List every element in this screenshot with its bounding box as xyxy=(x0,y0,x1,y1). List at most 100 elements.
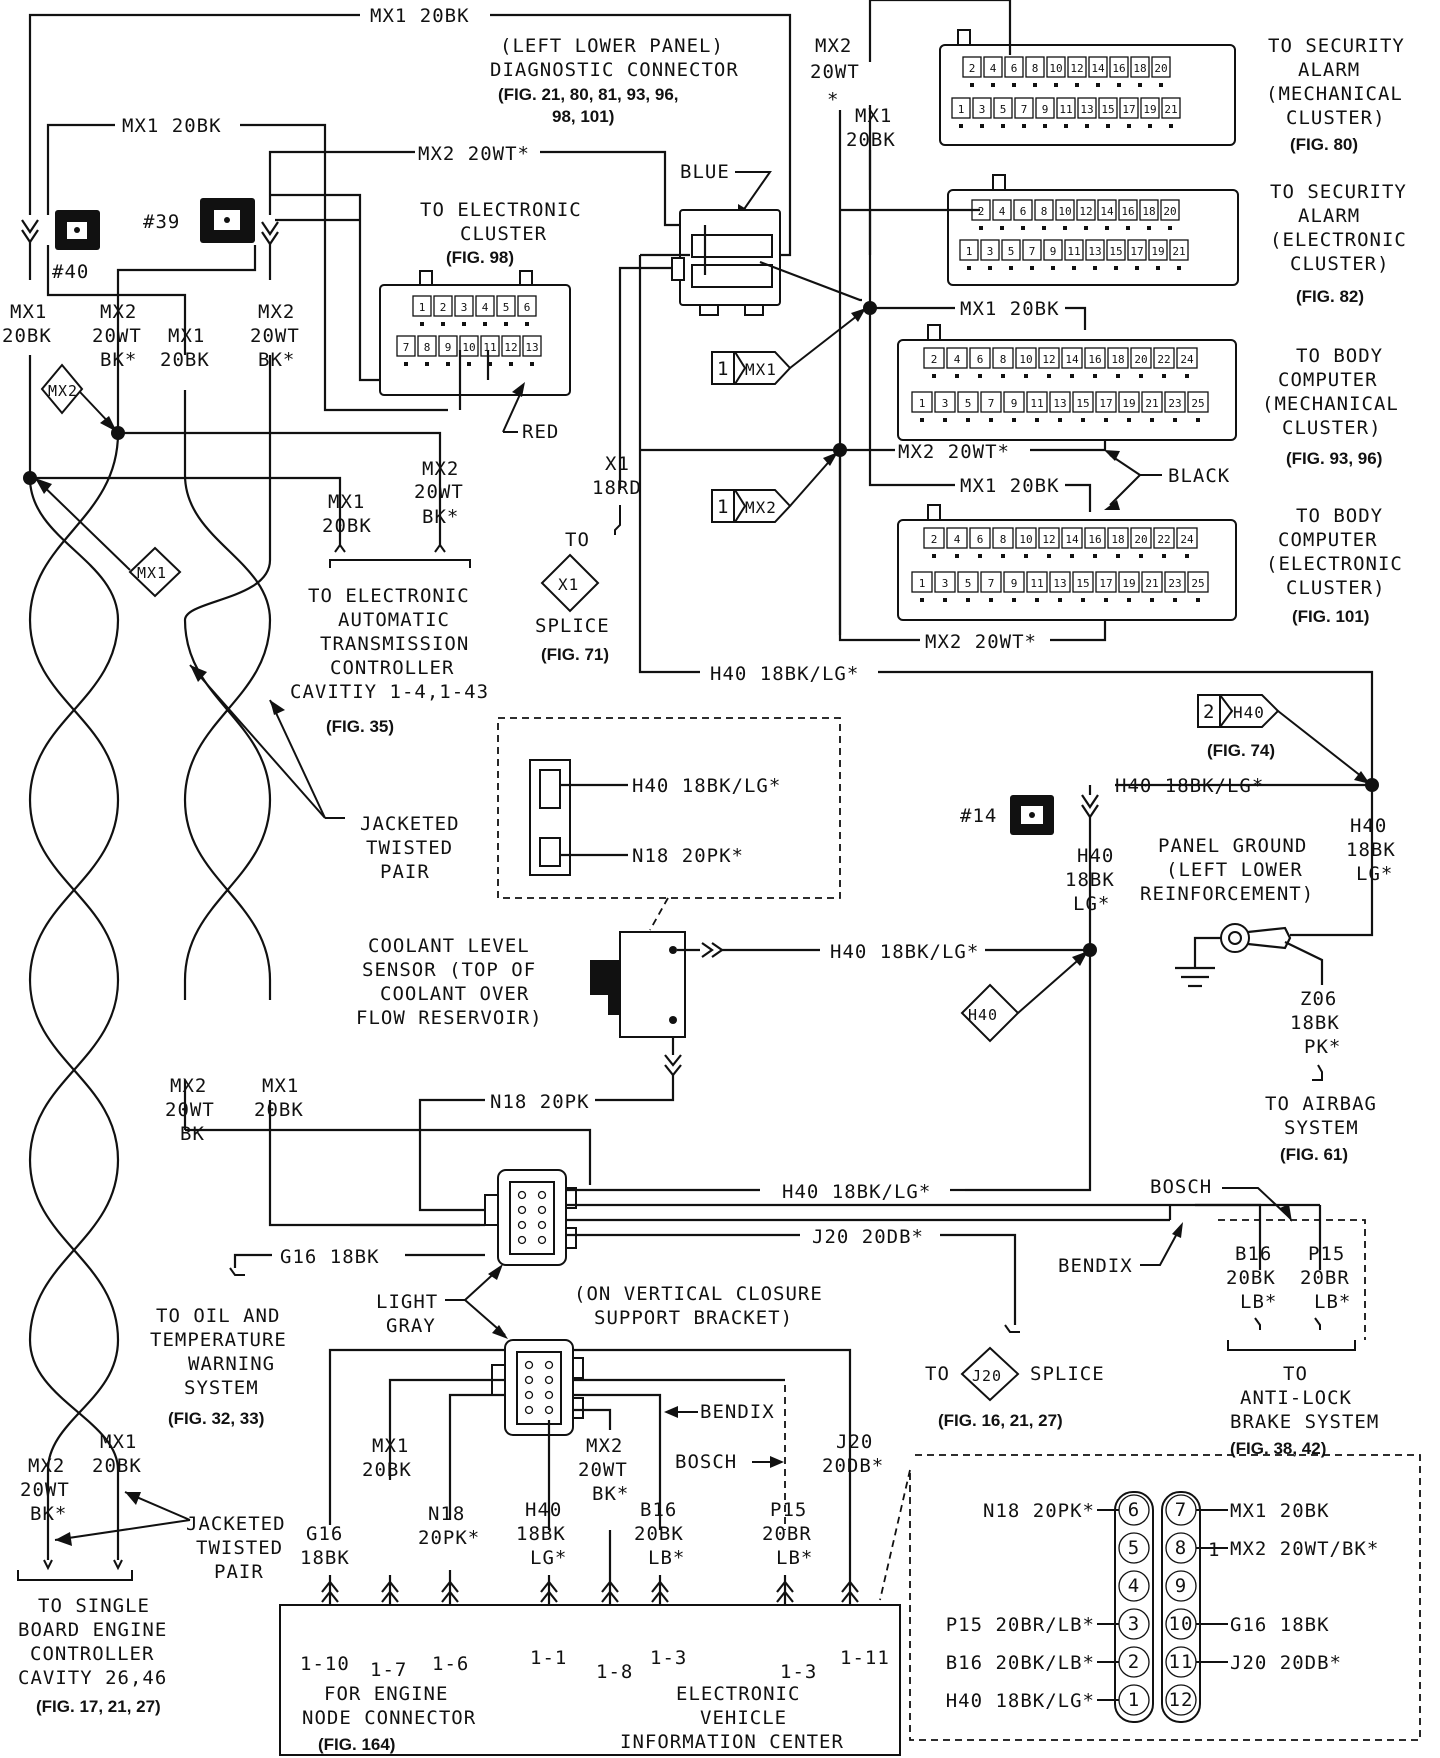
pin-number: 23 xyxy=(1168,577,1181,590)
svg-text:B16: B16 xyxy=(1235,1243,1272,1265)
pin-number: 1 xyxy=(958,103,965,116)
svg-text:20WT: 20WT xyxy=(578,1459,628,1481)
pin-number: 12 xyxy=(1070,62,1083,75)
pin-cell xyxy=(946,527,968,549)
terminal-mark xyxy=(381,1590,399,1603)
pin-number: 14 xyxy=(1065,533,1079,546)
terminal-mark xyxy=(841,1580,859,1593)
svg-text:20BK: 20BK xyxy=(1226,1267,1276,1289)
pin-cell xyxy=(1022,239,1042,261)
pin-cell xyxy=(1038,527,1060,549)
pin-cell xyxy=(433,295,453,317)
pin-number: 3 xyxy=(942,577,949,590)
svg-text:(FIG. 35): (FIG. 35) xyxy=(326,717,394,736)
pin-cell xyxy=(1049,571,1071,593)
svg-text:H40: H40 xyxy=(1077,845,1114,867)
label-mx1-eat: MX1 xyxy=(328,491,365,513)
pin-number: 1 xyxy=(919,397,926,410)
pin-cell xyxy=(1107,347,1129,369)
pin-number: 4 xyxy=(999,205,1006,218)
pin-number: 15 xyxy=(1109,245,1122,258)
svg-text:2: 2 xyxy=(1203,701,1215,723)
pin-cell xyxy=(1127,239,1147,261)
svg-text:1: 1 xyxy=(1208,1539,1220,1561)
pin-wire-label: H40 18BK/LG* xyxy=(946,1690,1095,1712)
svg-text:H40: H40 xyxy=(968,1006,998,1024)
label-h40-coolant: H40 18BK/LG* xyxy=(830,941,979,963)
cavity-label: 1-3 xyxy=(650,1647,687,1669)
svg-text:H40: H40 xyxy=(525,1499,562,1521)
pin-cell xyxy=(1139,199,1159,221)
svg-text:H40: H40 xyxy=(1233,703,1265,722)
eat-label: TO ELECTRONIC AUTOMATIC TRANSMISSION CON… xyxy=(290,543,488,736)
pin-cell xyxy=(980,239,1000,261)
cavity-label: 1-3 xyxy=(780,1661,817,1683)
svg-text:SPLICE: SPLICE xyxy=(535,615,610,637)
svg-text:TO AIRBAG: TO AIRBAG xyxy=(1265,1093,1377,1115)
svg-text:18BK: 18BK xyxy=(1290,1012,1340,1034)
pin-number: 19 xyxy=(1122,397,1135,410)
pin-cell xyxy=(1084,347,1106,369)
pin-wire-label: G16 18BK xyxy=(1230,1614,1330,1636)
svg-text:G16: G16 xyxy=(306,1523,343,1545)
label-mx2-right: MX2 xyxy=(258,301,295,323)
pin-cell xyxy=(934,391,956,413)
pin-number: 10 xyxy=(1019,533,1032,546)
svg-text:20PK*: 20PK* xyxy=(418,1527,480,1549)
pin-number: 10 xyxy=(1049,62,1062,75)
pin-number: 14 xyxy=(1065,353,1079,366)
svg-text:18BK: 18BK xyxy=(516,1523,566,1545)
pin-number: 14 xyxy=(1100,205,1114,218)
pin-number: 8 xyxy=(1175,1537,1187,1559)
svg-text:JACKETED: JACKETED xyxy=(186,1513,286,1535)
svg-text:PANEL GROUND: PANEL GROUND xyxy=(1158,835,1307,857)
pin-number: 7 xyxy=(403,341,410,354)
pin-cell xyxy=(1015,527,1037,549)
label-20wt-lower: 20WT xyxy=(165,1099,215,1121)
label-j20-closure: J20 20DB* xyxy=(812,1226,924,1248)
svg-text:ALARM: ALARM xyxy=(1298,59,1360,81)
pin-number: 5 xyxy=(965,397,972,410)
pin-cell xyxy=(992,527,1014,549)
pin-circle xyxy=(1165,1684,1197,1716)
svg-text:INFORMATION CENTER: INFORMATION CENTER xyxy=(620,1731,844,1753)
pin-number: 21 xyxy=(1164,103,1177,116)
svg-text:WARNING: WARNING xyxy=(188,1353,275,1375)
x1-splice: X1 18RD TO X1 SPLICE (FIG. 71) xyxy=(535,453,641,664)
label-20wt-eat: 20WT xyxy=(414,481,464,503)
pin-number: 12 xyxy=(1169,1689,1194,1711)
pin-number: 19 xyxy=(1143,103,1156,116)
label-bk-lower: BK xyxy=(180,1123,205,1145)
label-blue: BLUE xyxy=(680,161,730,183)
pin-cell xyxy=(417,335,437,357)
pin-cell xyxy=(1109,56,1129,78)
pin-cell xyxy=(1026,391,1048,413)
svg-text:20BR: 20BR xyxy=(762,1523,812,1545)
label-bk-star-eat: BK* xyxy=(422,506,459,528)
pin-number: 15 xyxy=(1076,397,1089,410)
pin-cell xyxy=(992,199,1012,221)
panel-ground: PANEL GROUND (LEFT LOWER REINFORCEMENT) … xyxy=(1140,835,1377,1164)
pin-number: 9 xyxy=(1050,245,1057,258)
svg-text:J20: J20 xyxy=(972,1367,1002,1385)
label-mx2-bottom: MX2 xyxy=(28,1455,65,1477)
svg-text:(FIG. 61): (FIG. 61) xyxy=(1280,1145,1348,1164)
svg-text:CLUSTER): CLUSTER) xyxy=(1282,417,1382,439)
pin-number: 7 xyxy=(988,397,995,410)
pin-number: 12 xyxy=(1042,533,1055,546)
h40-top-line: H40 18BK/LG* 2 H40 (FIG. 74) H40 18BK/LG… xyxy=(638,608,1395,937)
pin-cell xyxy=(1187,571,1209,593)
pin-number: 14 xyxy=(1091,62,1105,75)
pin-cell xyxy=(501,335,521,357)
pin-number: 3 xyxy=(987,245,994,258)
pin-number: 8 xyxy=(1000,353,1007,366)
pin-cell xyxy=(1176,527,1198,549)
pin-cell xyxy=(1056,97,1076,119)
label-mx1-left: MX1 xyxy=(10,301,47,323)
evic-drops xyxy=(321,1530,859,1605)
label-red: RED xyxy=(522,421,559,443)
pin-number: 2 xyxy=(969,62,976,75)
connector-14: #14 H40 18BK LG* xyxy=(960,785,1114,945)
